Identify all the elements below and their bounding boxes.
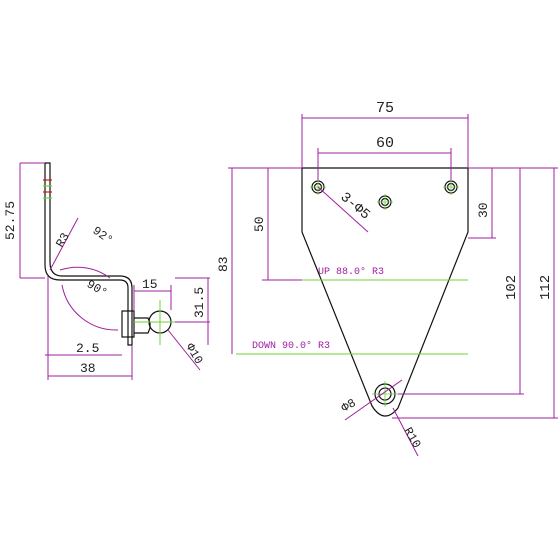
bottom-radius-leader [392,407,419,457]
bottom-hole-leader [344,379,403,421]
dim-15-label: 15 [142,277,158,292]
angle-92-arc [59,266,111,279]
hole-label: 3-Φ5 [337,190,373,224]
front-view: UP 88.0° R3 DOWN 90.0° R3 [216,100,558,457]
hole-right [443,179,459,195]
stud-base [121,310,135,338]
stud-neck [134,317,151,334]
dim-75-label: 75 [376,100,394,117]
ball-label: Φ10 [183,341,206,367]
r3-label: R3 [53,231,72,250]
dim-31-label: 31.5 [192,287,207,318]
dim-52-label: 52.75 [3,201,18,240]
side-view: 52.75 R3 92° 90° 15 31.5 Φ10 2.5 38 [3,162,210,380]
dim-25-label: 2.5 [76,341,99,356]
r3-leader [49,217,79,271]
dim-60-label: 60 [376,135,394,152]
dim-102-label: 102 [504,275,520,300]
down-bend-note: DOWN 90.0° R3 [252,340,330,352]
angle-90-arc [61,284,119,331]
plate-outline [301,167,469,417]
dim-50-label: 50 [252,216,267,232]
dim-83-label: 83 [216,256,231,272]
hole-bottom [372,381,398,407]
hole-center [377,194,393,210]
up-bend-note: UP 88.0° R3 [318,266,384,278]
hole-leader [317,186,369,233]
angle-92-label: 92° [90,224,116,248]
ball-leader [167,329,201,371]
dim-112-label: 112 [538,275,554,300]
ball-stud [121,300,182,345]
bottom-hole-label: Φ8 [339,396,358,415]
angle-90-label: 90° [84,277,110,300]
dim-30-label: 30 [476,202,491,218]
dim-38-label: 38 [80,361,96,376]
